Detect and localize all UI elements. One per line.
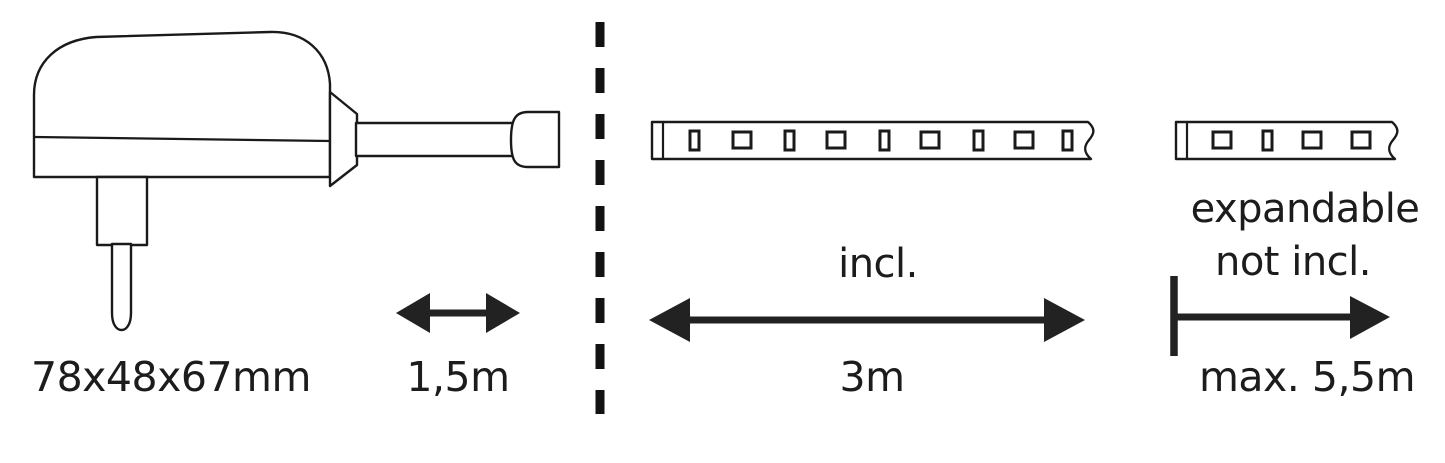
expansion-strip-length-label: max. 5,5m: [1199, 353, 1415, 401]
plug-pin: [110, 242, 133, 332]
expansion-strip-note-line2: not incl.: [1215, 239, 1371, 285]
led-emitter: [1211, 130, 1233, 150]
expansion-strip-note-line1: expandable: [1191, 186, 1420, 232]
cable-strain-relief: [328, 90, 359, 188]
led-emitter: [1261, 129, 1274, 152]
led-emitter: [825, 130, 847, 150]
cable-length-arrow: [396, 293, 520, 333]
led-emitter: [1301, 130, 1323, 150]
expansion-strip-length-arrow: [1170, 276, 1390, 356]
led-emitter: [783, 129, 796, 152]
dc-connector-plug: [509, 110, 561, 169]
led-strip-expansion: [1174, 120, 1399, 161]
included-strip-length-label: 3m: [839, 353, 904, 401]
power-supply-dimension-label: 78x48x67mm: [31, 353, 311, 401]
included-arrow-head-left: [649, 298, 690, 342]
included-strip-note-label: incl.: [838, 241, 918, 287]
led-emitter: [688, 129, 701, 152]
led-emitter: [731, 130, 753, 150]
dc-cable: [354, 121, 516, 158]
led-emitter: [1061, 129, 1074, 152]
cable-length-label: 1,5m: [406, 353, 509, 401]
included-strip-length-arrow: [649, 298, 1085, 342]
included-arrow-head-right: [1044, 298, 1085, 342]
power-supply-adapter: [32, 30, 561, 332]
led-strip-included: [650, 120, 1095, 161]
led-emitter: [1350, 130, 1372, 150]
expansion-arrow-head-right: [1350, 296, 1390, 339]
led-emitter: [878, 129, 891, 152]
led-emitter: [972, 129, 985, 152]
led-emitter: [1013, 130, 1035, 150]
plug-collar: [95, 175, 149, 247]
cable-arrow-head-left: [396, 293, 430, 333]
led-emitter: [919, 130, 941, 150]
cable-arrow-head-right: [486, 293, 520, 333]
adapter-body: [32, 30, 332, 179]
adapter-seam-line: [33, 135, 332, 143]
